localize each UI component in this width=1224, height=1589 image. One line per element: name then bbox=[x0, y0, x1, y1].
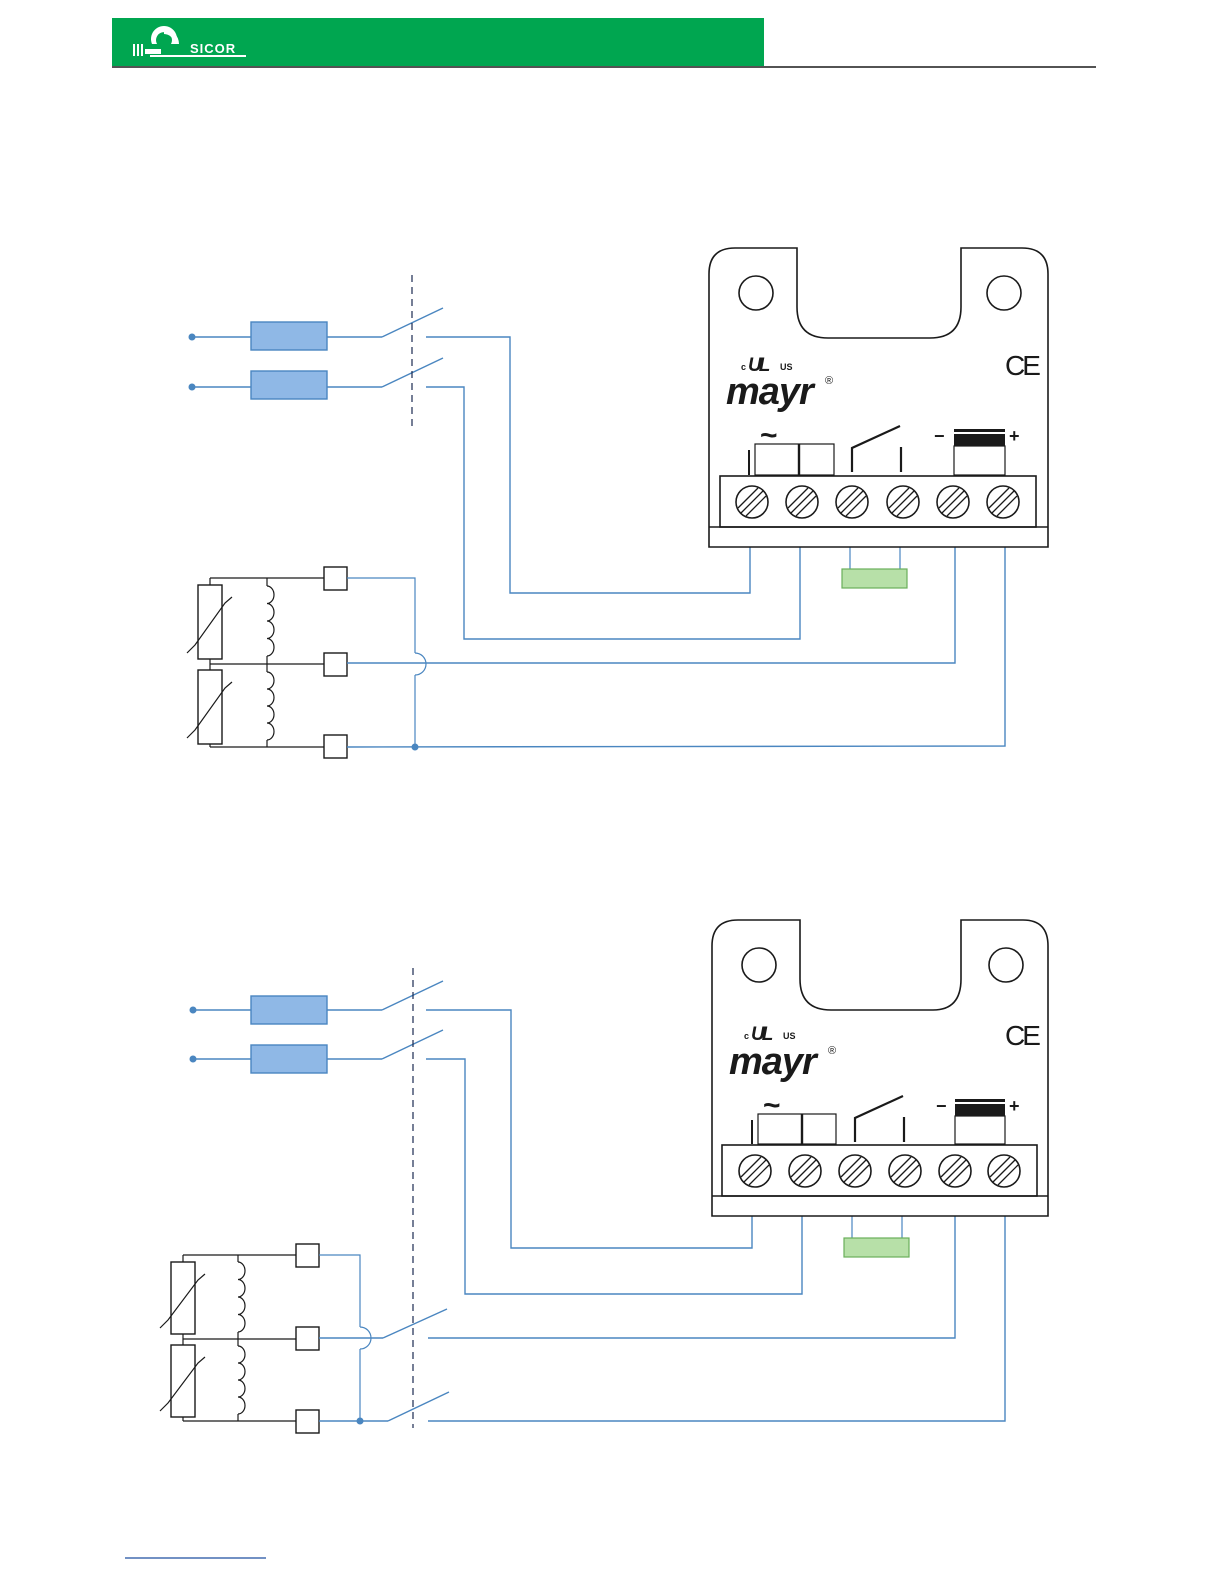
wire-crossover bbox=[415, 653, 426, 675]
mounting-hole-right bbox=[987, 276, 1021, 310]
coil-winding-1 bbox=[238, 1262, 245, 1332]
svg-text:−: − bbox=[936, 1096, 947, 1116]
ce-mark: CE bbox=[1005, 1020, 1040, 1051]
junction-dot bbox=[357, 1418, 364, 1425]
diagram-2: c UL US CE mayr ® ~ − bbox=[160, 920, 1048, 1433]
fuse-2 bbox=[251, 1045, 327, 1073]
coil-terminal-bottom bbox=[296, 1410, 319, 1433]
brand-name: SICOR bbox=[190, 41, 236, 56]
terminal-screw-icon bbox=[889, 1155, 921, 1187]
registered-mark: ® bbox=[828, 1045, 836, 1057]
svg-text:c: c bbox=[744, 1031, 749, 1041]
wire-dc-plus bbox=[428, 1215, 1005, 1421]
varistor-2 bbox=[171, 1345, 195, 1417]
mayr-logo: mayr bbox=[726, 371, 816, 413]
wire-dc-minus bbox=[347, 547, 955, 663]
terminal-screw-icon bbox=[836, 486, 868, 518]
terminal-screw-icon bbox=[789, 1155, 821, 1187]
brake-coil-assembly bbox=[187, 567, 347, 758]
switch-contact-4 bbox=[388, 1392, 449, 1421]
coil-winding-1 bbox=[267, 586, 274, 656]
wire-ac-1 bbox=[426, 1010, 752, 1248]
terminal-screw-icon bbox=[939, 1155, 971, 1187]
ac-symbol: ~ bbox=[763, 1089, 781, 1122]
varistor-2 bbox=[198, 670, 222, 744]
header: SICOR bbox=[112, 18, 1096, 67]
junction-dot bbox=[412, 744, 419, 751]
brake-coil-assembly bbox=[160, 1244, 319, 1433]
mounting-hole-left bbox=[742, 948, 776, 982]
fuse-1 bbox=[251, 322, 327, 350]
terminal-screw-icon bbox=[736, 486, 768, 518]
terminal-screw-icon bbox=[839, 1155, 871, 1187]
wire-dc-minus bbox=[428, 1215, 955, 1338]
rectifier-module: c UL US CE mayr ® ~ − bbox=[709, 248, 1048, 547]
terminal-screw-icon bbox=[987, 486, 1019, 518]
coil-terminal-bottom bbox=[324, 735, 347, 758]
svg-text:+: + bbox=[1009, 426, 1020, 446]
ce-mark: CE bbox=[1005, 350, 1040, 381]
coil-terminal-middle bbox=[324, 653, 347, 676]
mounting-hole-right bbox=[989, 948, 1023, 982]
terminal-screw-icon bbox=[988, 1155, 1020, 1187]
svg-text:US: US bbox=[783, 1031, 796, 1041]
coil-winding-2 bbox=[238, 1346, 245, 1414]
registered-mark: ® bbox=[825, 375, 833, 387]
diagram-1: c UL US CE mayr ® ~ − bbox=[187, 248, 1048, 758]
wire-ac-1 bbox=[426, 337, 750, 593]
terminal-screw-icon bbox=[786, 486, 818, 518]
coil-winding-2 bbox=[267, 672, 274, 740]
ac-symbol: ~ bbox=[760, 419, 778, 452]
varistor-1 bbox=[198, 585, 222, 659]
wire-coil-top bbox=[319, 1255, 360, 1327]
coil-terminal-top bbox=[296, 1244, 319, 1267]
fuse-2 bbox=[251, 371, 327, 399]
mayr-logo: mayr bbox=[729, 1041, 819, 1083]
mounting-hole-left bbox=[739, 276, 773, 310]
terminal-screw-icon bbox=[887, 486, 919, 518]
switch-contact-3 bbox=[383, 1309, 447, 1338]
rectifier-module: c UL US CE mayr ® ~ − bbox=[712, 920, 1048, 1216]
varistor-1 bbox=[171, 1262, 195, 1334]
bridge-resistor bbox=[844, 1238, 909, 1257]
coil-terminal-middle bbox=[296, 1327, 319, 1350]
fuse-1 bbox=[251, 996, 327, 1024]
svg-text:+: + bbox=[1009, 1096, 1020, 1116]
bridge-resistor bbox=[842, 569, 907, 588]
coil-terminal-top bbox=[324, 567, 347, 590]
svg-text:−: − bbox=[934, 426, 945, 446]
wire-coil-top bbox=[347, 578, 415, 653]
terminal-screw-icon bbox=[937, 486, 969, 518]
terminal-screw-icon bbox=[739, 1155, 771, 1187]
